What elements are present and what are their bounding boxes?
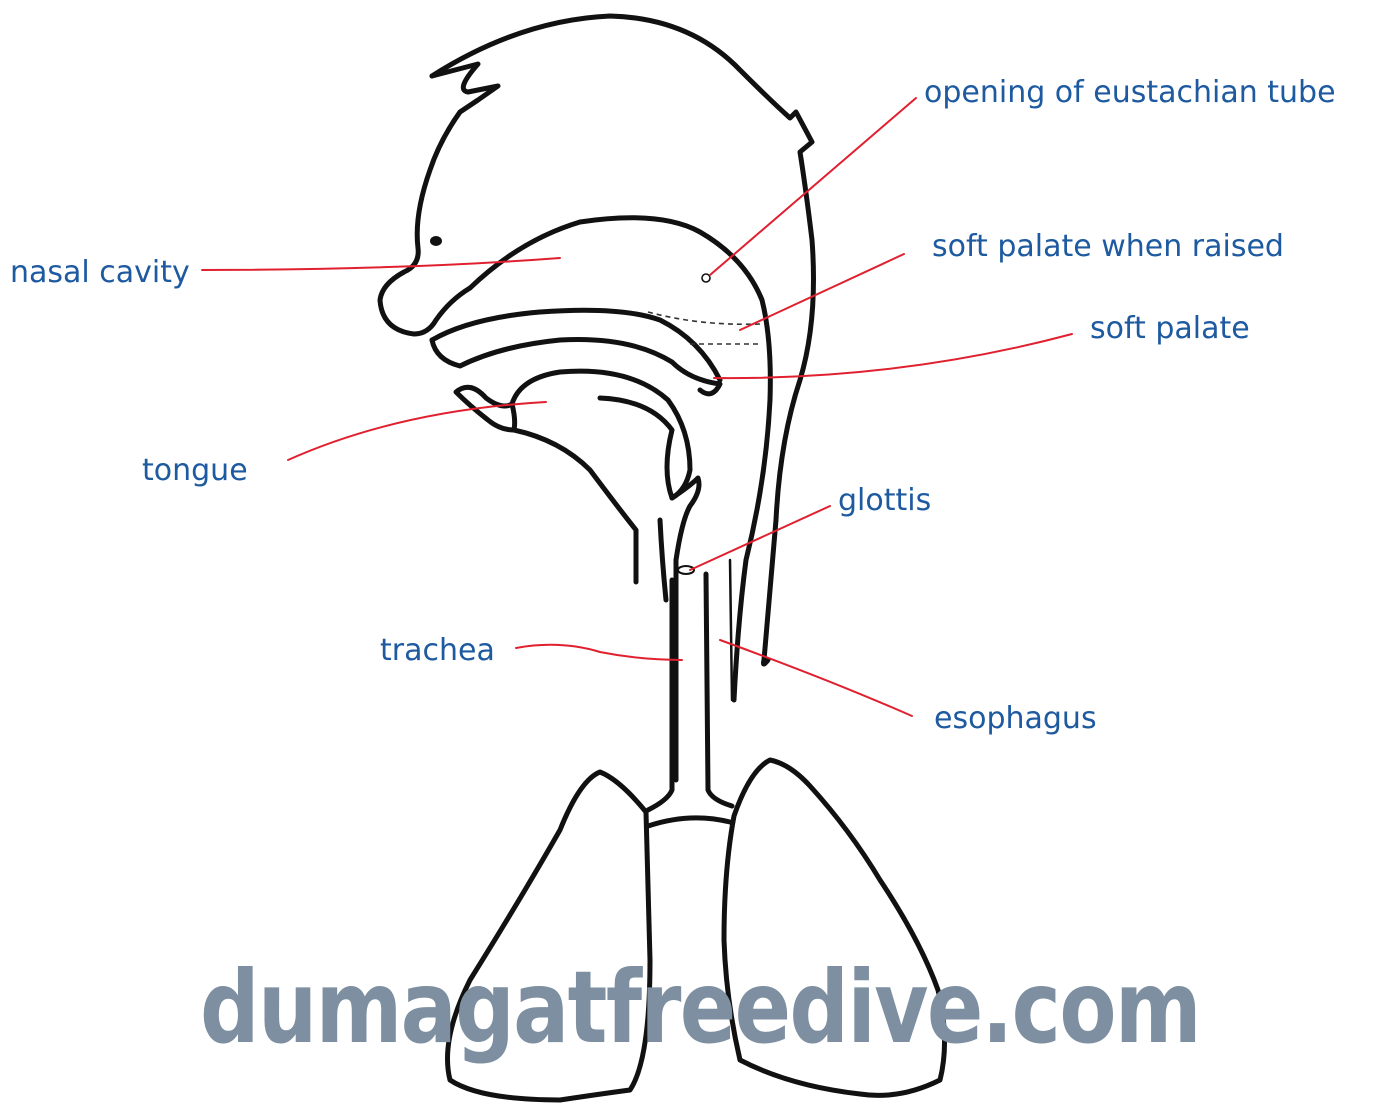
- nasal-cavity-outline: [470, 218, 770, 700]
- leader-trachea: [516, 645, 682, 660]
- head-outline: [380, 64, 498, 334]
- label-esophagus: esophagus: [934, 701, 1097, 736]
- label-tongue: tongue: [142, 453, 248, 488]
- bronchi: [648, 818, 730, 826]
- jaw-outline: [514, 430, 636, 582]
- hard-palate-lower: [432, 339, 720, 393]
- label-trachea: trachea: [380, 633, 495, 668]
- epiglottis: [672, 478, 699, 780]
- label-soft-palate-raised: soft palate when raised: [932, 229, 1284, 264]
- trachea-left: [648, 580, 672, 810]
- esophagus-line: [730, 560, 732, 700]
- label-nasal-cavity: nasal cavity: [10, 255, 190, 290]
- label-eustachian: opening of eustachian tube: [924, 75, 1336, 110]
- leader-esophagus: [720, 640, 912, 716]
- lower-lip: [456, 387, 515, 430]
- label-soft-palate: soft palate: [1090, 311, 1250, 346]
- leader-soft-palate-raised: [740, 254, 904, 330]
- trachea-right: [706, 574, 732, 806]
- label-glottis: glottis: [838, 483, 931, 518]
- eustachian-opening: [702, 274, 710, 282]
- eye-dot: [430, 236, 442, 246]
- watermark: dumagatfreedive.com: [200, 949, 1200, 1066]
- larynx-front: [660, 520, 666, 600]
- skull-top: [432, 16, 814, 660]
- esophagus-end: [764, 660, 769, 664]
- anatomy-outline: [380, 16, 945, 1100]
- tongue-outline: [512, 371, 690, 498]
- leader-glottis: [690, 506, 830, 570]
